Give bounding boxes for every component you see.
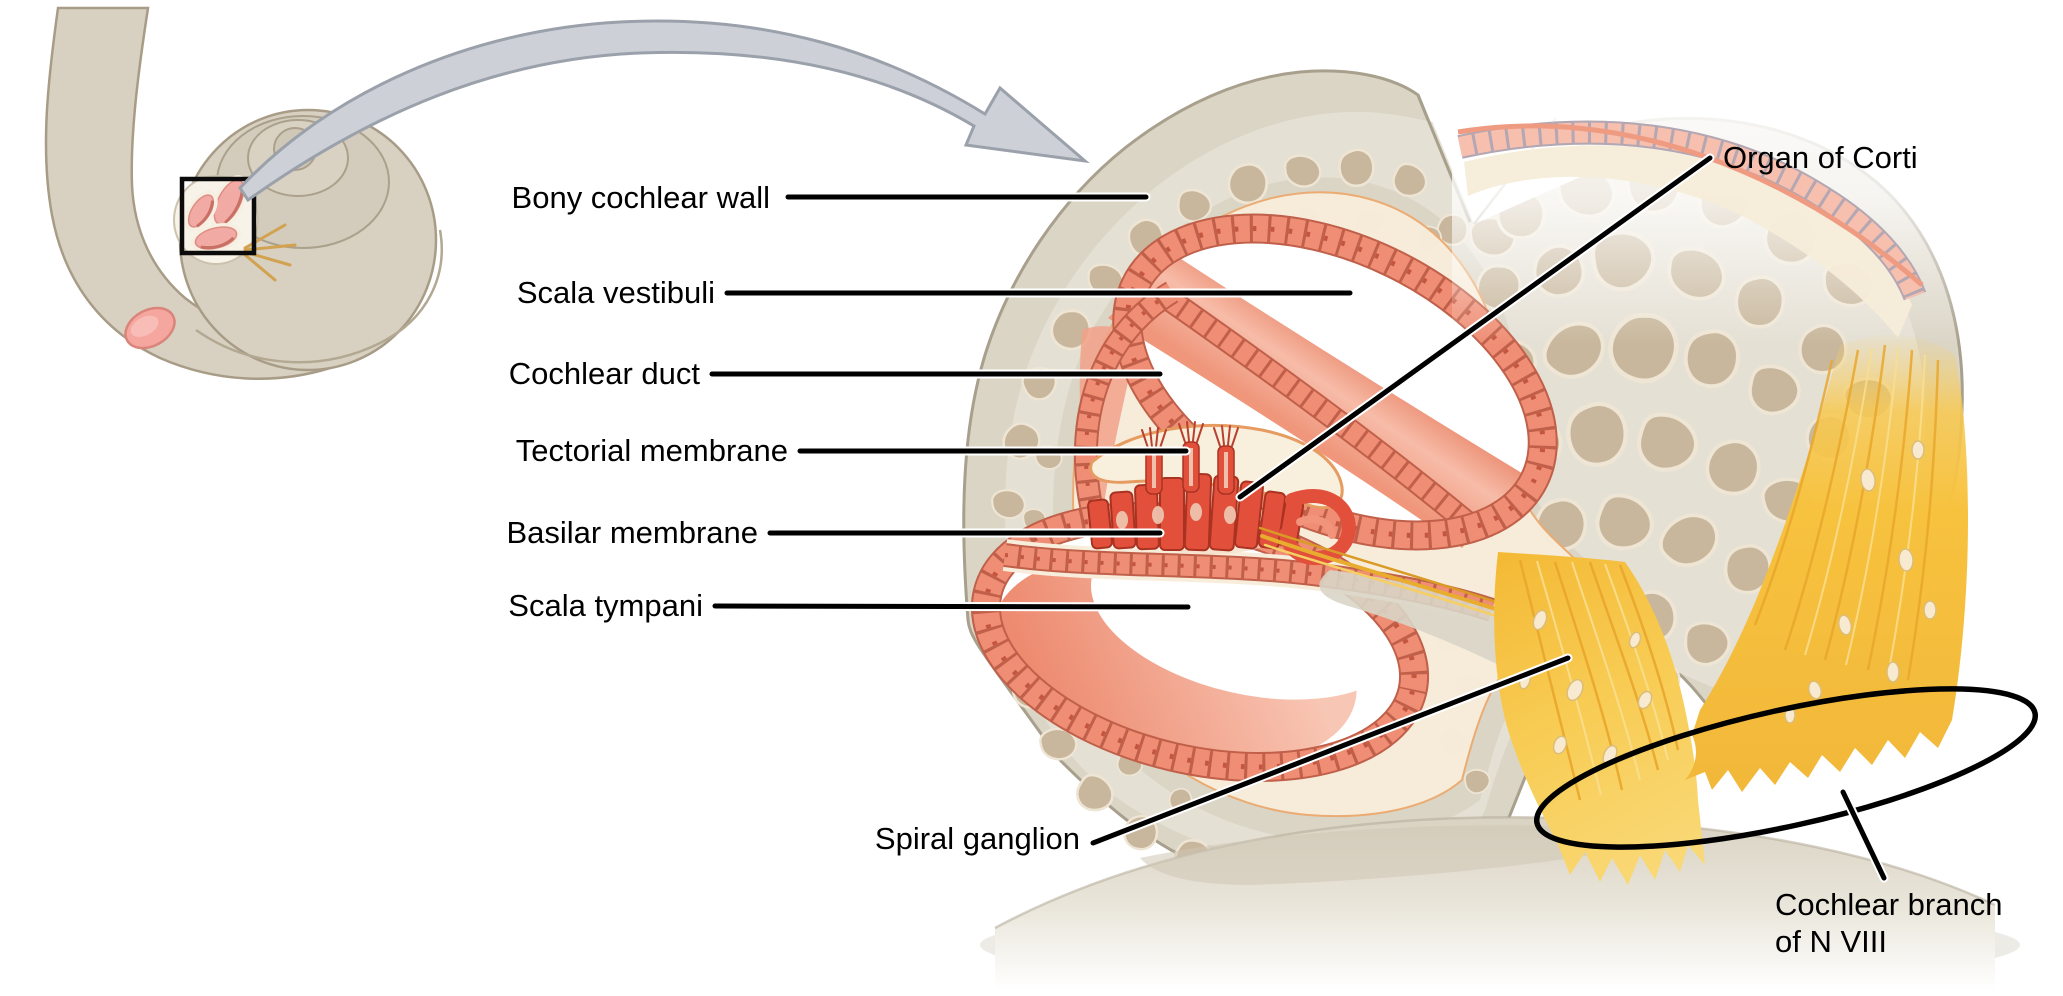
- stereocilia: [1141, 421, 1239, 449]
- nerve-strands: [1258, 526, 1510, 622]
- label-basilar-membrane: Basilar membrane: [506, 515, 758, 550]
- label-scala-vestibuli: Scala vestibuli: [516, 275, 715, 310]
- nerve-loop: [1533, 686, 2039, 850]
- label-scala-tympani: Scala tympani: [508, 588, 703, 623]
- leader-spiral-ganglion: [1090, 655, 1571, 846]
- inset-body-whorl-line: [195, 229, 443, 364]
- label-organ-of-corti: Organ of Corti: [1723, 140, 1918, 175]
- inset-round-window: [124, 306, 176, 350]
- bottom-shells: [980, 816, 2020, 996]
- inset-section-box: [179, 176, 257, 256]
- label-cochlear-duct: Cochlear duct: [508, 356, 700, 391]
- inner-sulcus-hook: [1279, 489, 1356, 566]
- inset-chamber-ovals: [184, 175, 248, 254]
- next-turn-arc: [1457, 120, 1927, 338]
- label-cochlear-branch-of-n-viii: Cochlear branch of N VIII: [1775, 887, 2003, 959]
- label-bony-cochlear-wall: Bony cochlear wall: [511, 180, 770, 215]
- leader-scala-tympani: [712, 603, 1191, 610]
- label-spiral-ganglion: Spiral ganglion: [874, 821, 1080, 856]
- magnifier-arrow: [238, 19, 1090, 203]
- label-tectorial-membrane: Tectorial membrane: [515, 433, 788, 468]
- leader-lines: [707, 153, 1889, 883]
- leader-cochlear-branch: [1840, 789, 1887, 881]
- leader-organ-of-corti: [1237, 155, 1713, 500]
- cochlear-nerve-right-trunk: [1685, 334, 1968, 792]
- main-cross-section: [962, 0, 2063, 996]
